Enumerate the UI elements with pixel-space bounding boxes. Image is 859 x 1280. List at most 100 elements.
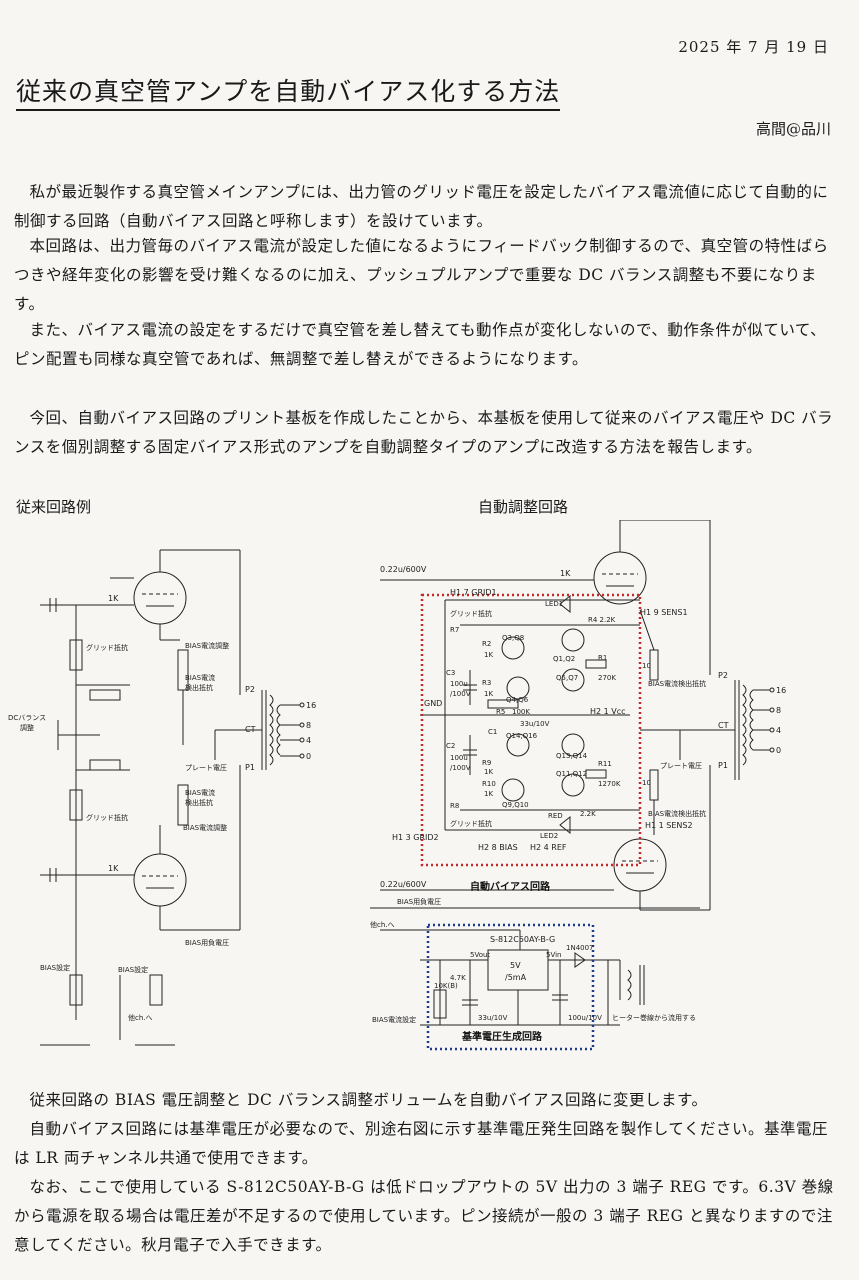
right-led2: LED2 bbox=[540, 832, 558, 840]
right-h17: H1 7 GRID1 bbox=[450, 588, 497, 597]
left-out0: 0 bbox=[306, 752, 311, 761]
ref-ic: S-812C50AY-B-G bbox=[490, 935, 555, 944]
right-c2-vv: /100V bbox=[450, 764, 471, 772]
right-c1: C1 bbox=[488, 728, 497, 736]
ref-heater: ヒーター巻線から流用する bbox=[612, 1013, 696, 1022]
right-q1314: Q13,Q14 bbox=[556, 752, 588, 760]
right-h24: H2 4 REF bbox=[530, 843, 567, 852]
ref-c33: 33u/10V bbox=[478, 1014, 508, 1022]
right-q46: Q4,Q6 bbox=[506, 696, 529, 704]
right-ct: CT bbox=[718, 721, 729, 730]
ref-voltage-boundary bbox=[426, 923, 595, 1051]
left-to-ch: 他ch.へ bbox=[128, 1013, 153, 1022]
circuit-diagrams: 1K 1K グリッド抵抗 グリッド抵抗 DCバランス 調整 BIAS電流調整 B… bbox=[0, 520, 859, 1060]
left-bias-adj-b: BIAS設定 bbox=[118, 965, 148, 974]
tube-top-left bbox=[133, 571, 187, 625]
right-r4: R4 2.2K bbox=[588, 616, 616, 624]
right-gnd: GND bbox=[424, 699, 442, 708]
bottom-paragraph-1: 従来回路の BIAS 電圧調整と DC バランス調整ボリュームを自動バイアス回路… bbox=[29, 1091, 708, 1109]
ref-c100: 100u/10V bbox=[568, 1014, 602, 1022]
ref-diode: 1N4007 bbox=[566, 944, 594, 952]
left-grid-r: グリッド抵抗 bbox=[86, 643, 128, 652]
left-bias-adj: BIAS設定 bbox=[40, 963, 70, 972]
left-plate: プレート電圧 bbox=[185, 764, 227, 772]
right-r10-top: 10 bbox=[642, 662, 651, 670]
right-k100: 100K bbox=[512, 708, 530, 716]
right-c3-v: 100u bbox=[450, 680, 468, 688]
right-q910: Q9,Q10 bbox=[502, 801, 529, 809]
left-bias-adj-r-b: BIAS電流調整 bbox=[183, 823, 227, 832]
left-out8: 8 bbox=[306, 721, 311, 730]
right-r10: R10 bbox=[482, 780, 496, 788]
right-h28: H2 8 BIAS bbox=[478, 843, 518, 852]
ref-ic-i: /5mA bbox=[505, 973, 527, 982]
right-h13: H1 3 GRID2 bbox=[392, 833, 439, 842]
left-grid-r-b: グリッド抵抗 bbox=[86, 813, 128, 822]
right-out16: 16 bbox=[776, 686, 786, 695]
left-p2: P2 bbox=[245, 685, 255, 694]
left-bias-sense-b: BIAS電流 bbox=[185, 788, 215, 797]
ref-vin: 5Vin bbox=[546, 951, 561, 959]
right-r1k-d: 1K bbox=[484, 790, 493, 798]
right-h11: H1 1 SENS2 bbox=[645, 821, 693, 830]
right-r11v: 1270K bbox=[598, 780, 621, 788]
left-r-1k-b: 1K bbox=[108, 864, 119, 873]
left-bias-sense2: 検出抵抗 bbox=[185, 683, 213, 692]
right-h21: H2 1 Vcc bbox=[590, 707, 626, 716]
ref-r10k: 10K(B) bbox=[434, 982, 458, 990]
right-c2: C2 bbox=[446, 742, 455, 750]
right-r7: R7 bbox=[450, 626, 459, 634]
left-p1: P1 bbox=[245, 763, 255, 772]
right-r5b: R5 bbox=[496, 708, 505, 716]
document-title: 従来の真空管アンプを自動バイアス化する方法 bbox=[16, 72, 561, 111]
right-r1k-a: 1K bbox=[484, 651, 493, 659]
right-r1v: 270K bbox=[598, 674, 616, 682]
right-auto-bias: 自動バイアス回路 bbox=[470, 880, 551, 893]
right-red: RED bbox=[548, 812, 563, 820]
paragraph-4: 今回、自動バイアス回路のプリント基板を作成したことから、本基板を使用して従来のバ… bbox=[14, 409, 834, 456]
right-bias-sense: BIAS電流検出抵抗 bbox=[648, 679, 706, 688]
paragraph-2: 本回路は、出力管毎のバイアス電流が設定した値になるようにフィードバック制御するの… bbox=[14, 237, 829, 313]
document-date: 2025 年 7 月 19 日 bbox=[678, 38, 829, 56]
right-grid-r2: グリッド抵抗 bbox=[450, 819, 492, 828]
right-c33: 33u/10V bbox=[520, 720, 550, 728]
right-q57: Q5,Q7 bbox=[556, 674, 578, 682]
left-bias-adj-r: BIAS電流調整 bbox=[185, 641, 229, 650]
right-r5: 2.2K bbox=[580, 810, 596, 818]
bottom-paragraph-3: なお、ここで使用している S-812C50AY-B-G は低ドロップアウトの 5… bbox=[14, 1178, 834, 1254]
right-r10-bot: 10 bbox=[642, 779, 651, 787]
left-r-1k: 1K bbox=[108, 594, 119, 603]
right-bias-sense2: BIAS電流検出抵抗 bbox=[648, 809, 706, 818]
ref-r47k: 4.7K bbox=[450, 974, 466, 982]
tube-bottom-left bbox=[133, 853, 187, 907]
left-bias-neg: BIAS用負電圧 bbox=[185, 938, 229, 947]
document-author: 高間@品川 bbox=[755, 120, 831, 138]
right-cap: 0.22u/600V bbox=[380, 565, 427, 574]
right-out8: 8 bbox=[776, 706, 781, 715]
circuit-schematic: 1K 1K グリッド抵抗 グリッド抵抗 DCバランス 調整 BIAS電流調整 B… bbox=[8, 520, 786, 1051]
left-bias-sense: BIAS電流 bbox=[185, 673, 215, 682]
right-r1k-b: 1K bbox=[484, 690, 493, 698]
left-dc-balance-adj: 調整 bbox=[20, 723, 34, 732]
right-p2: P2 bbox=[718, 671, 728, 680]
right-q1112: Q11,Q12 bbox=[556, 770, 587, 778]
label-conventional-circuit: 従来回路例 bbox=[16, 498, 92, 516]
ref-vout: 5Vout bbox=[470, 951, 490, 959]
right-r-1k: 1K bbox=[560, 569, 571, 578]
left-out16: 16 bbox=[306, 701, 316, 710]
bottom-paragraph-2: 自動バイアス回路には基準電圧が必要なので、別途右図に示す基準電圧発生回路を製作し… bbox=[14, 1120, 828, 1167]
right-q38: Q3,Q8 bbox=[502, 634, 524, 642]
paragraph-3: また、バイアス電流の設定をするだけで真空管を差し替えても動作点が変化しないので、… bbox=[14, 321, 827, 368]
right-q416: Q14,Q16 bbox=[506, 732, 538, 740]
right-plate: プレート電圧 bbox=[660, 762, 702, 770]
right-h19: H1 9 SENS1 bbox=[640, 608, 688, 617]
right-q12: Q1,Q2 bbox=[553, 655, 575, 663]
right-r2: R2 bbox=[482, 640, 491, 648]
auto-bias-boundary bbox=[420, 593, 642, 867]
right-r3: R3 bbox=[482, 679, 491, 687]
left-out4: 4 bbox=[306, 736, 311, 745]
right-r1: R1 bbox=[598, 654, 607, 662]
right-r9: R9 bbox=[482, 759, 491, 767]
right-grid-r: グリッド抵抗 bbox=[450, 609, 492, 618]
